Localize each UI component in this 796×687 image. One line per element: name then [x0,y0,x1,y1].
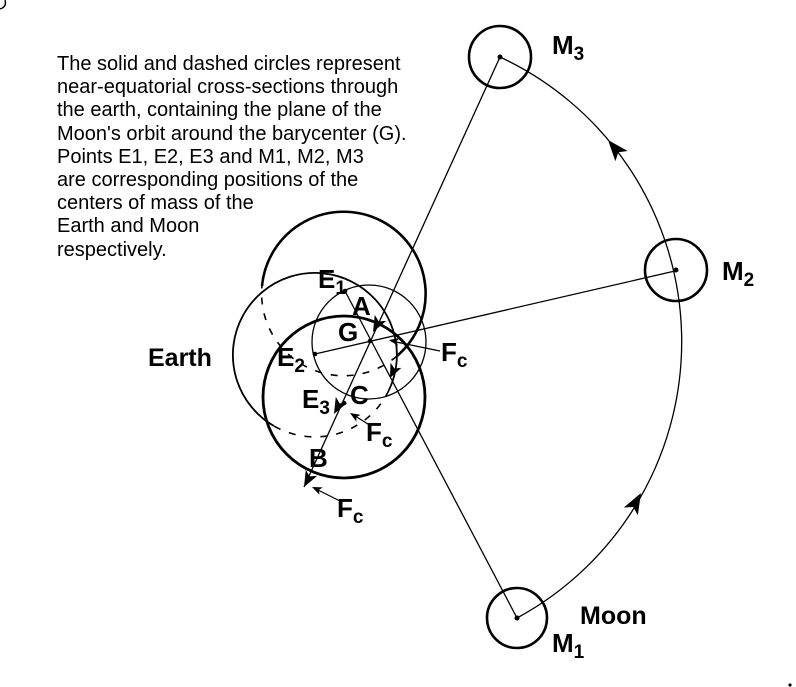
fc-arrow-at-a-icon [373,314,387,332]
point-m3-dot [497,54,503,60]
label-e2: E2 [277,342,305,377]
label-moon: Moon [580,602,647,630]
label-earth: Earth [148,344,212,372]
point-e1-dot [342,288,348,294]
label-c: C [350,380,369,410]
label-b: B [309,443,328,473]
moon-circle-m2 [643,237,709,303]
corner-artifact-mark [0,0,7,10]
fc-leader-arrowhead-c-icon [350,413,361,422]
point-m1-dot [514,615,520,621]
earth-circle-e3 [261,314,427,480]
label-g: G [338,317,358,347]
earth-circle-e1-solid [260,210,427,357]
label-e1: E1 [318,264,346,299]
point-g-dot [367,338,373,344]
earth-circle-e1-hidden-dashed [260,285,398,377]
orbit-direction-arrow-lower-icon [623,493,641,516]
label-m1: M1 [552,628,585,663]
fc-arrow-at-c-icon [334,396,348,414]
orbit-direction-arrow-upper-icon [608,140,628,162]
fc-leader-arrowhead-b-icon [312,487,323,495]
small-direction-arrow-near-g-icon [390,362,402,378]
fc-leader-arrowhead-a-icon [389,337,400,346]
moon-circle-m1 [485,586,549,650]
fc-arrow-at-b-icon [304,469,318,487]
label-a: A [352,291,371,321]
line-m3-through-g-to-b [303,56,501,488]
fc-leader-line-a [390,340,441,352]
line-e2-m2 [314,270,676,355]
line-e1-m1 [344,290,518,619]
label-m3: M3 [552,30,584,65]
earth-circle-e2-hidden-dashed [273,389,390,438]
corner-dot-artifact [788,683,792,687]
label-fc-b: Fc [337,493,364,528]
moon-orbit-arc [499,56,683,619]
moon-circle-m3 [467,24,533,90]
description-paragraph: The solid and dashed circles represent n… [57,53,407,261]
label-fc-c: Fc [366,417,393,452]
label-m2: M2 [722,256,754,291]
label-e3: E3 [302,384,330,419]
earth-center-orbit-circle [311,284,427,400]
point-m2-dot [673,267,679,273]
label-fc-a: Fc [441,337,468,372]
point-e2-dot [312,351,318,357]
